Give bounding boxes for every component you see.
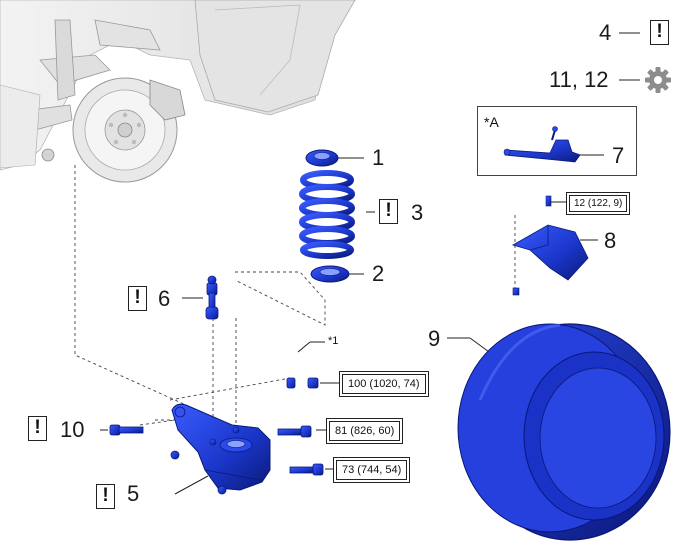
callout-4: 4 [599,20,612,45]
callout-7: 7 [612,143,625,168]
height-control-sensor [503,126,581,163]
warning-icon-5: ! [96,484,115,509]
nut-and-washer-100 [286,377,319,389]
callout-10: 10 [60,417,85,442]
callout-6: 6 [158,286,171,311]
view-a-box [477,106,637,176]
bolt-10 [109,424,144,436]
coil-spring [299,170,355,259]
dashed-leader-lines [74,165,516,488]
lower-arm [170,403,271,495]
bolt-73 [289,463,324,476]
upper-spring-insulator [305,149,339,167]
spare-tire [457,323,671,541]
callout-1: 1 [372,145,385,170]
bolt-81 [277,425,312,438]
torque-spec-73: 73 (744, 54) [333,457,411,483]
callout-2: 2 [372,261,385,286]
torque-spec-100: 100 (1020, 74) [339,371,429,397]
torque-spec-12: 12 (122, 9) [566,192,631,215]
callout-5: 5 [127,481,140,506]
warning-icon-4: ! [650,20,669,45]
callout-9: 9 [428,326,441,351]
view-a-label: *A [484,114,499,130]
callout-11-12: 11, 12 [549,67,609,92]
vehicle-background-ghost [0,0,356,183]
callout-3: 3 [411,200,424,225]
callout-8: 8 [604,228,617,253]
lower-spring-insulator [310,265,350,283]
sensor-bracket [511,195,589,296]
note-star-1: *1 [328,335,339,347]
warning-icon-6: ! [128,286,147,311]
torque-spec-81: 81 (826, 60) [326,418,404,444]
solid-leader-lines [100,32,640,495]
gear-icon [645,67,671,93]
warning-icon-3: ! [379,199,398,224]
stabilizer-link [205,275,219,320]
warning-icon-10: ! [28,416,47,441]
